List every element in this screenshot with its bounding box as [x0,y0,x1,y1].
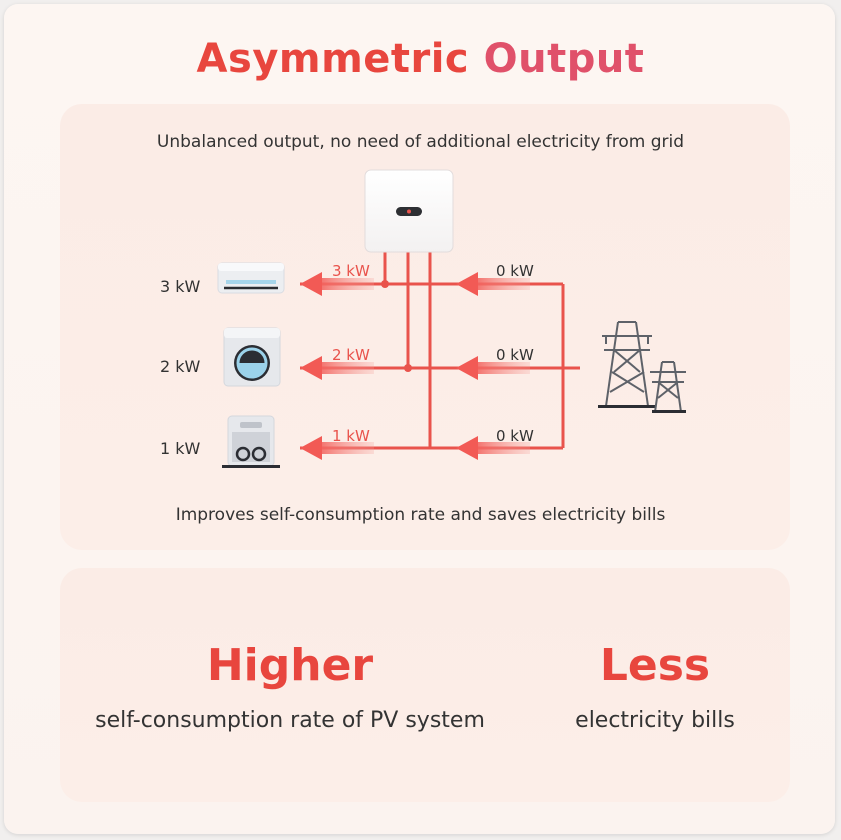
page-title: Asymmetric Output [0,36,841,82]
grid-flow-row1: 0 kW [496,262,534,280]
benefits-panel [60,568,790,802]
load-label-dishwasher: 1 kW [160,439,201,458]
flow-arrows [300,272,530,460]
title-part1: Asymmetric [196,36,470,82]
arrow-grid-row1 [456,272,530,296]
load-label-washer: 2 kW [160,357,201,376]
air-conditioner-icon [217,262,285,294]
caption-bottom: Improves self-consumption rate and saves… [175,505,666,525]
grid-flow-labels: 0 kW 0 kW 0 kW [496,262,534,445]
benefit-less-headline: Less [599,640,711,691]
arrow-grid-row2 [456,356,530,380]
grid-flow-row3: 0 kW [496,427,534,445]
washing-machine-icon [223,327,281,387]
arrow-inverter-row3 [300,436,374,460]
inverter-flow-row2: 2 kW [332,346,370,364]
load-labels: 3 kW 2 kW 1 kW [160,277,201,458]
power-tower-icon [598,321,656,408]
inverter-flow-row1: 3 kW [332,262,370,280]
title-part2: Output [483,36,645,82]
benefit-higher-headline: Higher [206,640,374,691]
inverter-flow-labels: 3 kW 2 kW 1 kW [332,262,370,445]
arrow-inverter-row1 [300,272,374,296]
benefit-higher-text: self-consumption rate of PV system [95,708,485,733]
benefit-less-text: electricity bills [575,708,735,733]
junctions [381,280,412,372]
grid-flow-row2: 0 kW [496,346,534,364]
small-power-tower-icon [650,361,686,413]
load-label-ac: 3 kW [160,277,201,296]
inverter-flow-row3: 1 kW [332,427,370,445]
inverter-icon [364,169,454,253]
arrow-inverter-row2 [300,356,374,380]
arrow-grid-row3 [456,436,530,460]
dishwasher-icon [222,415,280,468]
caption-top: Unbalanced output, no need of additional… [156,132,685,152]
